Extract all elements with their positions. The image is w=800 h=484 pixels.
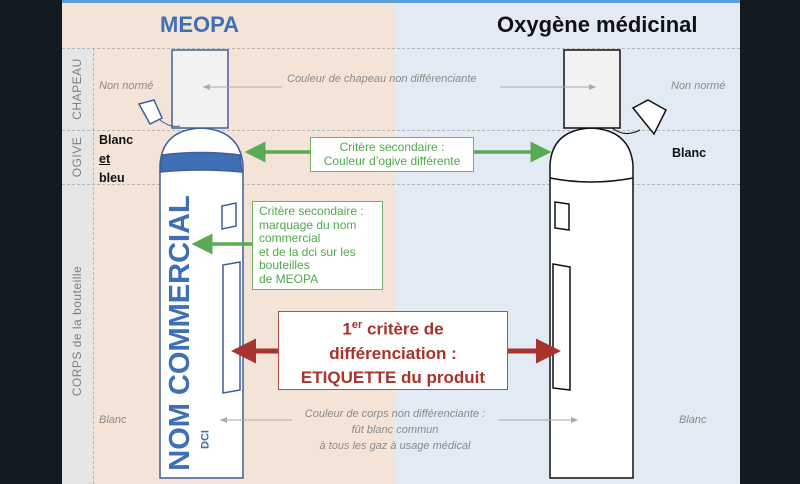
ogive-criterion-box: Critère secondaire : Couleur d’ogive dif… xyxy=(310,137,474,172)
ogive-value-line: Blanc xyxy=(99,133,134,147)
box-line: différenciation : xyxy=(329,343,457,363)
ogive-value-line: et xyxy=(99,152,111,166)
box-line: bouteilles xyxy=(259,258,310,272)
body-note: Couleur de corps non différenciante : fû… xyxy=(280,406,510,454)
meopa-bottle xyxy=(137,49,244,479)
bottle-label-area: NOM COMMERCIAL DCI xyxy=(164,195,216,470)
oxygen-ogive-value: Blanc xyxy=(672,146,707,160)
column-divider xyxy=(93,48,94,484)
box-line: 1er critère de xyxy=(279,313,507,342)
box-line: Critère secondaire : xyxy=(259,204,364,218)
oxygen-bottle xyxy=(549,49,667,479)
meopa-title: MEOPA xyxy=(160,12,240,37)
oxygen-body-value: Blanc xyxy=(679,414,707,426)
ogive-value-line: bleu xyxy=(99,171,125,185)
bottle-dci: DCI xyxy=(199,430,212,449)
bottle-commercial-name: NOM COMMERCIAL xyxy=(164,195,196,471)
box-text: critère de xyxy=(362,319,444,339)
box-line: de MEOPA xyxy=(259,271,319,286)
box-line: ETIQUETTE du produit xyxy=(300,367,486,387)
note-line: à tous les gaz à usage médical xyxy=(319,440,471,452)
box-line: et de la dci sur les xyxy=(259,244,356,259)
row-divider xyxy=(62,184,740,185)
note-line: Couleur de corps non différenciante : xyxy=(304,408,486,420)
top-accent-line xyxy=(62,0,740,3)
box-line: Couleur d’ogive différente xyxy=(323,153,461,168)
oxygen-cap-value: Non normé xyxy=(671,80,726,92)
box-text: 1 xyxy=(342,319,352,339)
cap-note: Couleur de chapeau non différenciante xyxy=(287,73,477,85)
marking-criterion-box: Critère secondaire : marquage du nom com… xyxy=(252,201,383,290)
box-line: marquage du nom xyxy=(259,217,357,232)
box-text: er xyxy=(351,319,363,331)
note-line: fût blanc commun xyxy=(351,424,439,436)
box-line: Critère secondaire : xyxy=(339,140,445,154)
row-label-column xyxy=(62,48,93,484)
meopa-body-value: Blanc xyxy=(99,414,127,426)
row-divider xyxy=(62,130,740,131)
box-line: commercial xyxy=(259,231,321,245)
meopa-ogive-value: Blanc et bleu xyxy=(99,131,133,188)
oxygen-title: Oxygène médicinal xyxy=(497,12,698,37)
primary-criterion-box: 1er critère de différenciation : ETIQUET… xyxy=(278,311,508,390)
row-divider xyxy=(62,48,740,49)
meopa-cap-value: Non normé xyxy=(99,80,154,92)
